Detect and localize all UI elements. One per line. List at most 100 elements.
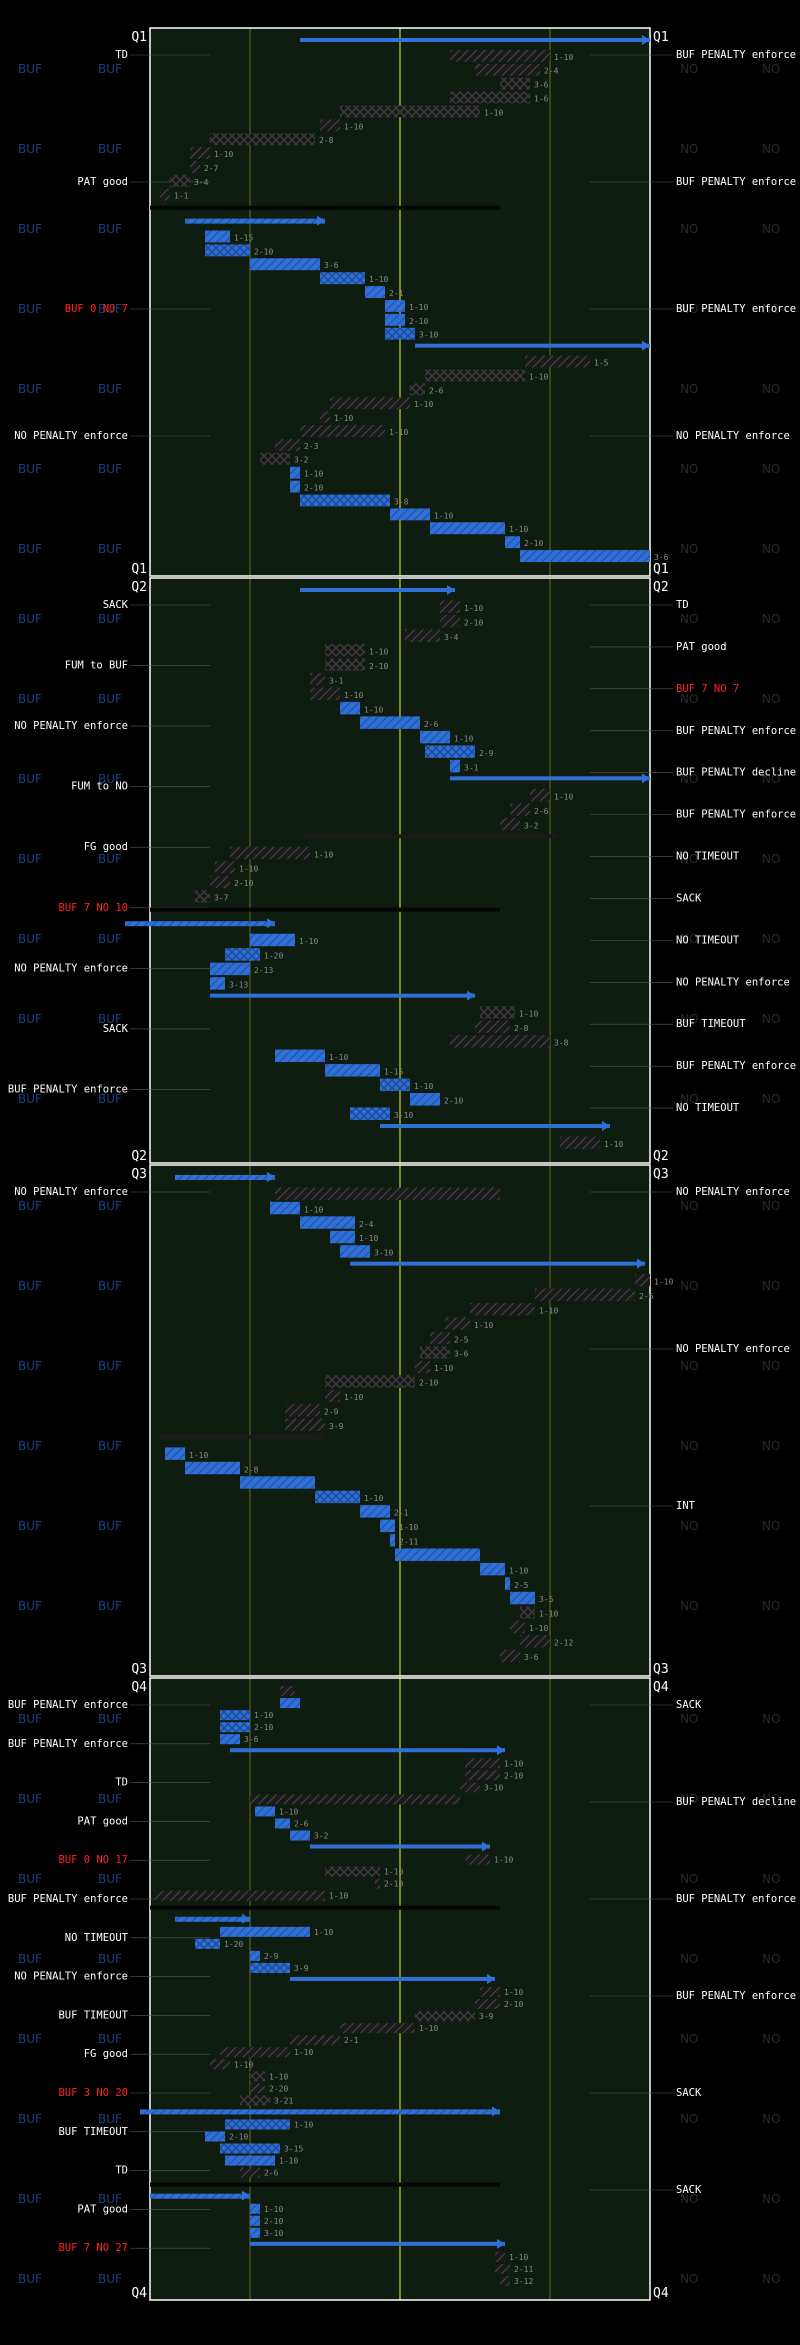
- play-arrowhead: [637, 1258, 645, 1269]
- watermark-away: NO: [762, 2272, 780, 2286]
- watermark-home: BUF: [98, 1359, 122, 1373]
- play-down-label: 2-8: [244, 1465, 259, 1474]
- watermark-away: NO: [762, 612, 780, 626]
- note-right: BUF PENALTY decline: [676, 1796, 796, 1808]
- watermark-away: NO: [680, 382, 698, 396]
- play-kick: [175, 1175, 275, 1180]
- play-down-label: 1-10: [294, 2120, 313, 2129]
- watermark-away: NO: [762, 2112, 780, 2126]
- watermark-away: NO: [680, 142, 698, 156]
- play-bar: [220, 1734, 240, 1745]
- watermark-away: NO: [762, 1599, 780, 1613]
- play-down-label: 2-20: [269, 2084, 288, 2093]
- note-right: NO TIMEOUT: [676, 851, 740, 863]
- play-bar: [300, 425, 385, 437]
- watermark-home: BUF: [18, 692, 42, 706]
- play-down-label: 1-10: [254, 1711, 273, 1720]
- play-bar: [475, 1020, 510, 1034]
- play-bar: [250, 2071, 265, 2082]
- field-border: [149, 1677, 651, 2301]
- quarter-label: Q4: [131, 1680, 147, 1695]
- watermark-away: NO: [680, 1279, 698, 1293]
- field-border: [149, 1164, 651, 1677]
- watermark-away: NO: [680, 1712, 698, 1726]
- play-down-label: 2-10: [264, 2217, 283, 2226]
- watermark-home: BUF: [98, 1092, 122, 1106]
- play-arrowhead: [242, 2190, 250, 2201]
- play-bar: [270, 1201, 300, 1215]
- play-down-label: 3-4: [444, 633, 459, 642]
- note-left: NO PENALTY enforce: [14, 720, 128, 732]
- note-left: BUF 0 NO 7: [65, 303, 128, 315]
- play-down-label: 1-10: [279, 2157, 298, 2166]
- watermark-home: BUF: [18, 2032, 42, 2046]
- play-bar: [385, 313, 405, 326]
- watermark-away: NO: [680, 542, 698, 556]
- watermark-home: BUF: [18, 1199, 42, 1213]
- play-bar: [340, 1245, 370, 1258]
- play-down-label: 2-8: [319, 136, 334, 145]
- play-bar: [210, 133, 315, 146]
- play-bar: [275, 1187, 500, 1200]
- play-bar: [325, 1866, 380, 1877]
- play-bar: [410, 1093, 440, 1106]
- watermark-home: BUF: [98, 2272, 122, 2286]
- note-right: BUF PENALTY enforce: [676, 1893, 796, 1905]
- note-left: NO TIMEOUT: [65, 1932, 129, 1944]
- play-down-label: 3-1: [464, 763, 479, 772]
- watermark-away: NO: [680, 1519, 698, 1533]
- play-bar: [480, 1006, 515, 1019]
- play-down-label: 2-7: [204, 164, 219, 173]
- play-bar: [635, 1274, 650, 1287]
- note-left: TD: [115, 1777, 128, 1789]
- play-arrowhead: [317, 1431, 325, 1442]
- note-right: PAT good: [676, 641, 727, 653]
- note-left: BUF TIMEOUT: [58, 2009, 128, 2021]
- watermark-home: BUF: [18, 542, 42, 556]
- play-bar: [275, 1818, 290, 1829]
- play-down-label: 1-10: [654, 1278, 673, 1287]
- note-left: BUF PENALTY enforce: [8, 1738, 128, 1750]
- play-bar: [470, 1302, 535, 1316]
- play-score-drive: [150, 1905, 500, 1910]
- play-down-label: 1-10: [239, 865, 258, 874]
- watermark-home: BUF: [18, 772, 42, 786]
- watermark-home: BUF: [98, 222, 122, 236]
- play-bar: [250, 2083, 265, 2094]
- play-down-label: 1-10: [504, 1759, 523, 1768]
- play-down-label: 1-10: [384, 1868, 403, 1877]
- watermark-home: BUF: [98, 542, 122, 556]
- watermark-home: BUF: [98, 612, 122, 626]
- watermark-away: NO: [680, 852, 698, 866]
- play-bar: [415, 2011, 475, 2022]
- play-bar: [530, 788, 550, 802]
- note-left: FG good: [84, 841, 128, 853]
- play-bar: [320, 119, 340, 132]
- play-bar: [220, 1926, 310, 1937]
- play-down-label: 2-10: [384, 1880, 403, 1889]
- quarter-label: Q3: [653, 1167, 669, 1182]
- note-left: FG good: [84, 2048, 128, 2060]
- watermark-away: NO: [762, 1012, 780, 1026]
- note-right: TD: [676, 599, 689, 611]
- play-down-label: 1-5: [594, 358, 609, 367]
- play-down-label: 3-7: [214, 894, 229, 903]
- play-pass: [290, 1976, 495, 1981]
- play-bar: [325, 1389, 340, 1403]
- play-bar: [460, 1782, 480, 1793]
- play-kick: [125, 921, 275, 927]
- watermark-away: NO: [762, 772, 780, 786]
- play-down-label: 1-10: [419, 2024, 438, 2033]
- play-bar: [405, 629, 440, 642]
- watermark-home: BUF: [18, 2272, 42, 2286]
- play-down-label: 3-6: [244, 1735, 259, 1744]
- play-bar: [320, 272, 365, 285]
- note-left: FUM to NO: [71, 781, 128, 793]
- play-down-label: 2-10: [254, 1723, 273, 1732]
- play-bar: [290, 1830, 310, 1841]
- note-right: BUF 7 NO 7: [676, 683, 739, 695]
- play-down-label: 3-10: [264, 2229, 283, 2238]
- play-bar: [220, 1722, 250, 1733]
- play-down-label: 3-8: [554, 1039, 569, 1048]
- play-bar: [250, 2227, 260, 2238]
